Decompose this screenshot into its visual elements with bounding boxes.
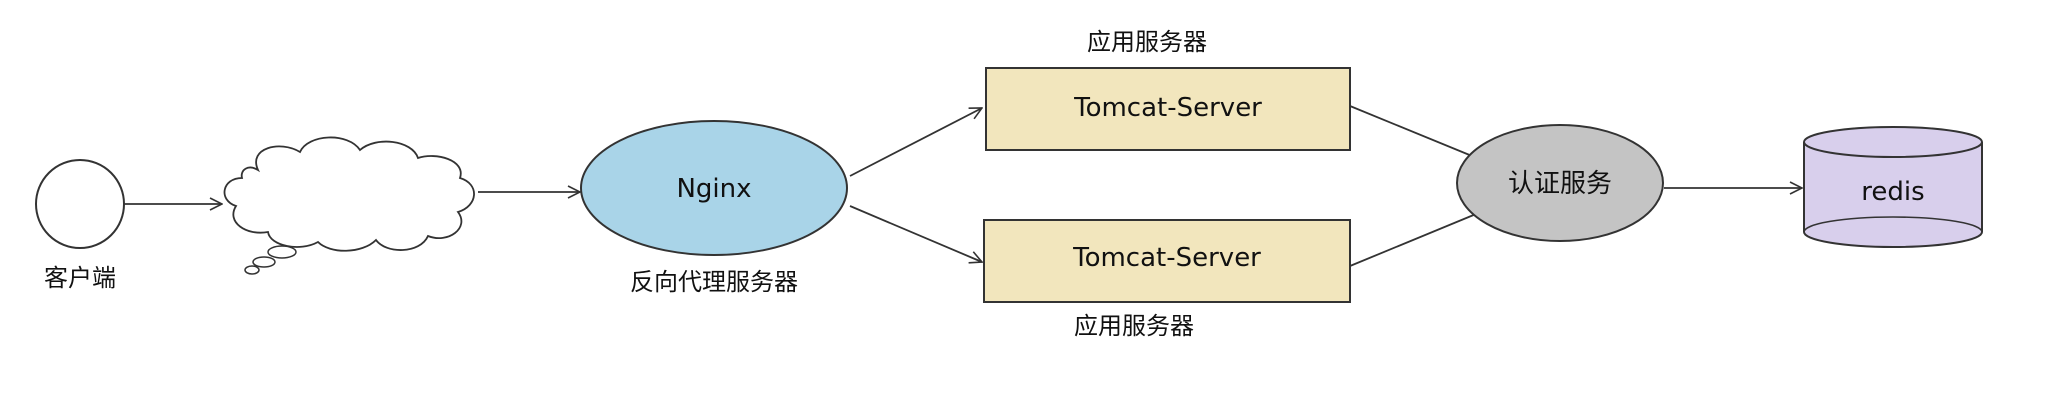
- tomcat-server-top: [985, 67, 1351, 151]
- nginx-label: Nginx: [676, 174, 751, 204]
- client-label: 客户端: [44, 264, 116, 292]
- edge-nginx-tomcat-top: [849, 108, 982, 177]
- client-node: [35, 159, 125, 249]
- edge-tomcat-top-auth: [1349, 105, 1473, 157]
- tomcat-top-label: Tomcat-Server: [1073, 93, 1262, 123]
- auth-service-node: [1456, 124, 1664, 242]
- edge-tomcat-bottom-auth: [1349, 213, 1477, 267]
- tomcat-bottom-label: Tomcat-Server: [1072, 243, 1261, 273]
- app-server-bottom-label: 应用服务器: [1074, 312, 1194, 340]
- redis-label: redis: [1861, 177, 1924, 207]
- auth-label: 认证服务: [1508, 169, 1612, 199]
- app-server-top-label: 应用服务器: [1087, 28, 1207, 56]
- internet-cloud-icon: [223, 136, 475, 275]
- nginx-node: [580, 120, 848, 256]
- edge-nginx-tomcat-bottom: [849, 205, 982, 262]
- tomcat-server-bottom: [983, 219, 1351, 303]
- redis-database-icon: [1803, 126, 1983, 248]
- proxy-label: 反向代理服务器: [630, 268, 798, 296]
